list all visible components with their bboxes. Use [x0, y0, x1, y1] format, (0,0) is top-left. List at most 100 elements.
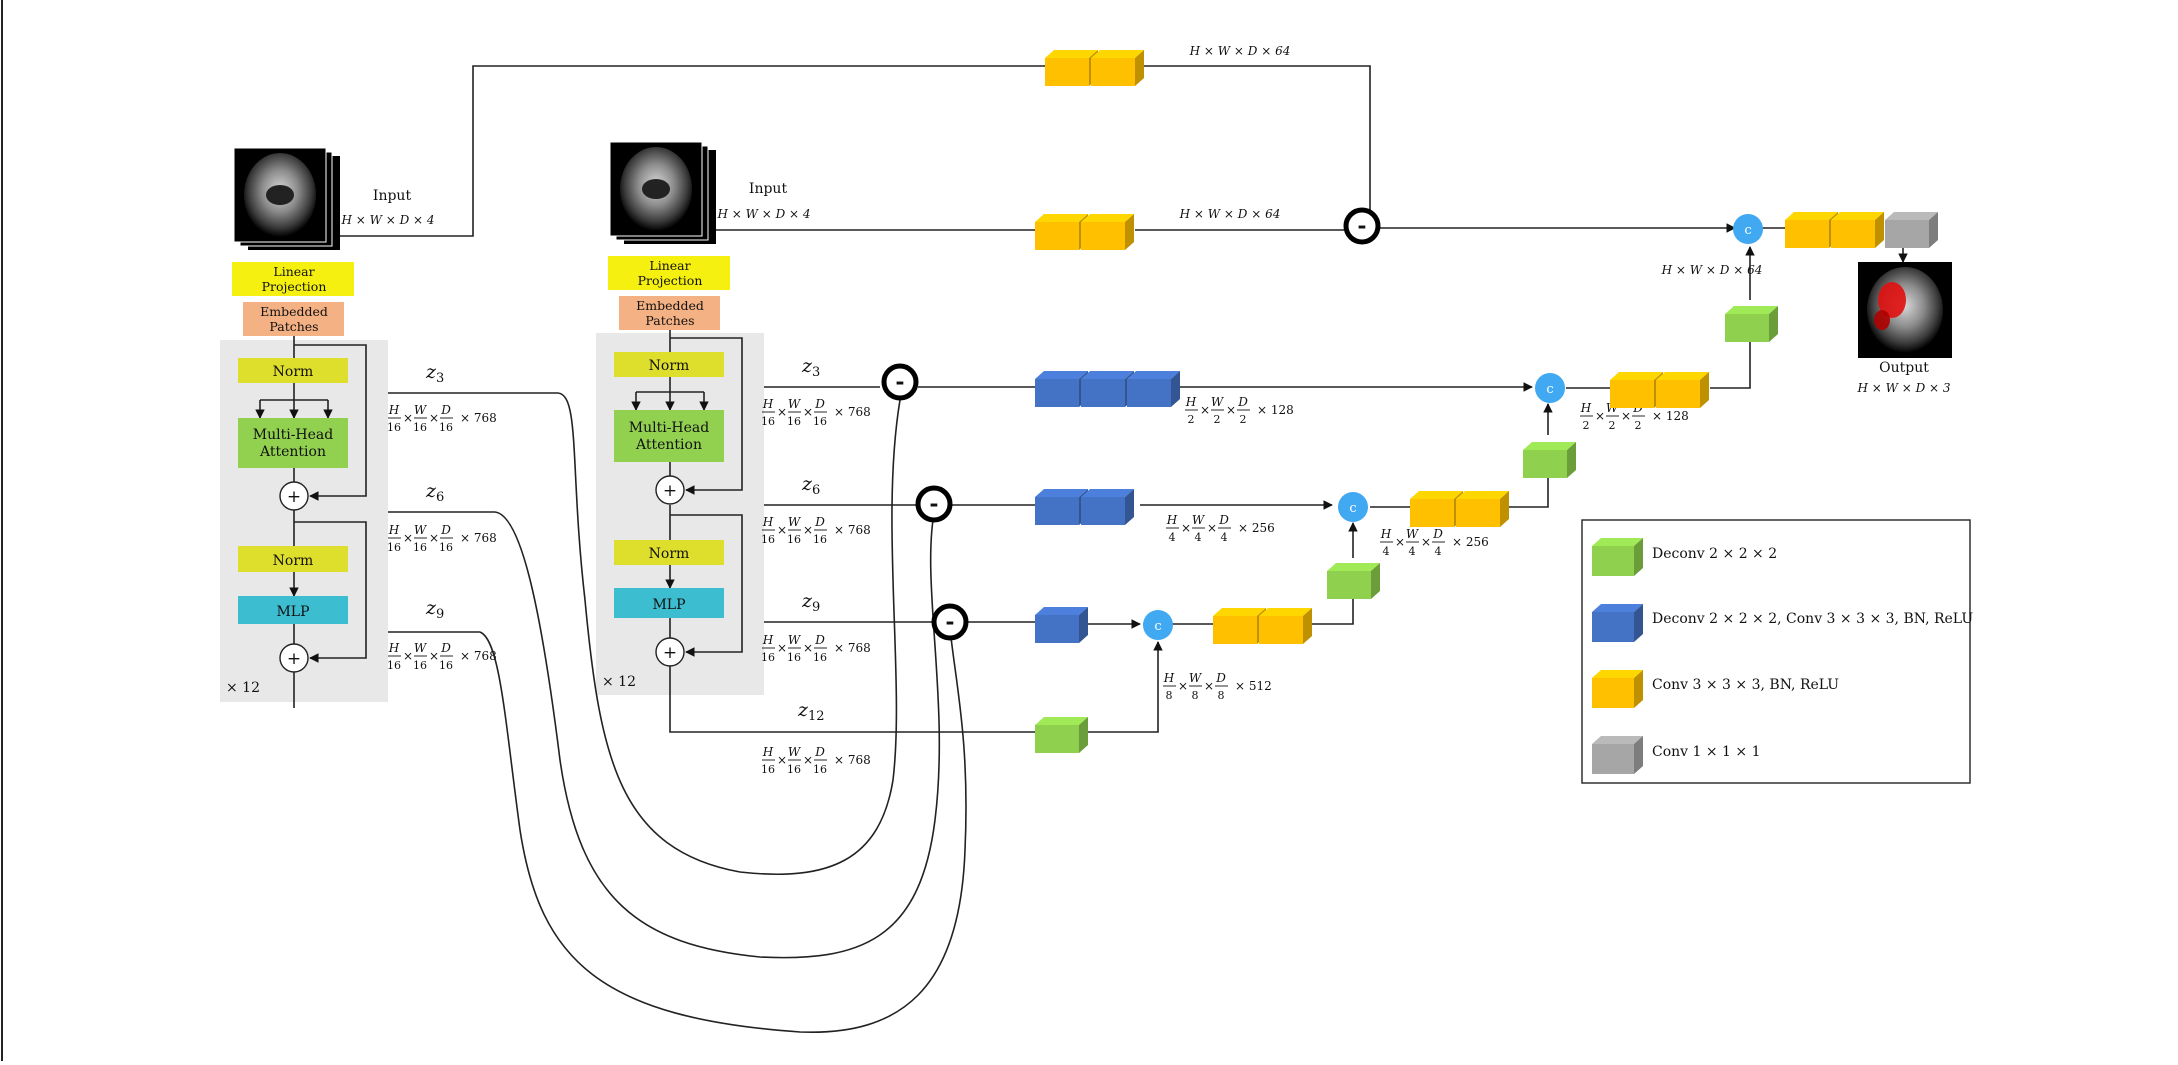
output-label: Output — [1879, 360, 1929, 376]
z12-deconv-block — [1035, 717, 1088, 753]
svg-text:W: W — [1211, 395, 1225, 409]
svg-text:D: D — [440, 403, 451, 417]
subtract-node-top — [1343, 207, 1381, 245]
svg-text:W: W — [1192, 513, 1206, 527]
svg-text:16: 16 — [387, 659, 401, 672]
svg-text:2: 2 — [1635, 419, 1642, 432]
left-tap-z3: z3 — [425, 361, 444, 386]
svg-text:16: 16 — [787, 533, 801, 546]
svg-text:H: H — [1380, 527, 1392, 541]
final-conv1x1-cube — [1885, 212, 1938, 248]
right-tap-z3: z3 — [801, 355, 820, 380]
right-z9-dim: H16×W16×D16× 768 — [761, 633, 871, 664]
left-mlp: MLP — [276, 604, 309, 620]
level1-conv-cube — [1610, 372, 1663, 408]
level2-conv-cube — [1410, 491, 1463, 527]
svg-text:4: 4 — [1409, 545, 1416, 558]
svg-text:W: W — [414, 641, 428, 655]
legend: Deconv 2 × 2 × 2 Deconv 2 × 2 × 2, Conv … — [1581, 519, 1973, 784]
svg-text:W: W — [788, 515, 802, 529]
svg-text:×: × — [777, 641, 787, 655]
svg-text:W: W — [414, 403, 428, 417]
legend-swatch — [1592, 670, 1643, 708]
svg-text:16: 16 — [787, 763, 801, 776]
svg-text:×: × — [777, 753, 787, 767]
svg-text:4: 4 — [1169, 531, 1176, 544]
svg-text:×: × — [1595, 409, 1605, 423]
svg-text:D: D — [1237, 395, 1248, 409]
svg-text:H: H — [762, 515, 774, 529]
left-plus-2: + — [287, 649, 301, 669]
svg-text:×: × — [1178, 679, 1188, 693]
subtract-node-z6 — [915, 485, 953, 523]
svg-text:×: × — [1621, 409, 1631, 423]
svg-text:H: H — [1163, 671, 1175, 685]
left-z3-dim: H16×W16×D16× 768 — [387, 403, 497, 434]
left-norm-1: Norm — [273, 364, 314, 380]
left-input-label: Input — [373, 188, 412, 204]
svg-text:D: D — [440, 523, 451, 537]
svg-text:H: H — [1166, 513, 1178, 527]
svg-text:×: × — [403, 649, 413, 663]
level3-conv-cube — [1259, 608, 1312, 644]
svg-text:× 768: × 768 — [834, 405, 871, 419]
legend-deconv-conv-label: Deconv 2 × 2 × 2, Conv 3 × 3 × 3, BN, Re… — [1652, 611, 1973, 627]
svg-text:16: 16 — [761, 533, 775, 546]
svg-text:×: × — [1204, 679, 1214, 693]
right-norm-1: Norm — [649, 358, 690, 374]
svg-text:× 128: × 128 — [1257, 403, 1294, 417]
tap-labels: z3 z6 z9 z3 z6 z9 z12 — [425, 355, 825, 724]
svg-text:× 768: × 768 — [834, 523, 871, 537]
z3-deconv-conv-cube — [1035, 371, 1088, 407]
svg-text:W: W — [788, 397, 802, 411]
svg-text:-: - — [929, 491, 938, 517]
svg-text:H: H — [1185, 395, 1197, 409]
svg-text:× 768: × 768 — [834, 641, 871, 655]
concat-node-final — [1733, 214, 1763, 244]
svg-text:-: - — [945, 609, 954, 635]
level2-out-dim: H4×W4×D4× 256 — [1380, 527, 1489, 558]
right-repeat: × 12 — [602, 674, 636, 690]
z3-deconv-conv-cube — [1081, 371, 1134, 407]
svg-text:×: × — [777, 405, 787, 419]
svg-text:16: 16 — [813, 415, 827, 428]
level1-in-dim: H2×W2×D2× 128 — [1185, 395, 1294, 426]
svg-text:H: H — [762, 397, 774, 411]
svg-text:H: H — [388, 523, 400, 537]
svg-text:×: × — [403, 411, 413, 425]
final-conv-block — [1785, 212, 1884, 248]
svg-text:×: × — [803, 641, 813, 655]
svg-text:2: 2 — [1583, 419, 1590, 432]
left-norm-2: Norm — [273, 553, 314, 569]
legend-box — [1581, 519, 1971, 784]
subtract-node-z9 — [931, 603, 969, 641]
right-tap-z6: z6 — [801, 473, 820, 498]
right-z12-dim: H16×W16×D16× 768 — [761, 745, 871, 776]
left-plus-1: + — [287, 487, 301, 507]
svg-text:16: 16 — [387, 541, 401, 554]
legend-swatch — [1592, 736, 1643, 774]
svg-text:× 128: × 128 — [1652, 409, 1689, 423]
svg-text:×: × — [1181, 521, 1191, 535]
legend-deconv-label: Deconv 2 × 2 × 2 — [1652, 546, 1777, 562]
svg-text:4: 4 — [1221, 531, 1228, 544]
right-z6-dim: H16×W16×D16× 768 — [761, 515, 871, 546]
svg-text:-: - — [895, 369, 904, 395]
concat-node-level2 — [1338, 492, 1368, 522]
svg-text:8: 8 — [1218, 689, 1225, 702]
svg-text:16: 16 — [439, 541, 453, 554]
svg-text:4: 4 — [1435, 545, 1442, 558]
svg-text:×: × — [403, 531, 413, 545]
svg-text:16: 16 — [787, 415, 801, 428]
right-input-dim: H × W × D × 4 — [716, 207, 810, 221]
svg-text:W: W — [788, 745, 802, 759]
svg-text:D: D — [1432, 527, 1443, 541]
svg-text:× 256: × 256 — [1452, 535, 1489, 549]
left-input-dim: H × W × D × 4 — [340, 213, 434, 227]
svg-text:H: H — [388, 403, 400, 417]
svg-text:× 512: × 512 — [1235, 679, 1272, 693]
